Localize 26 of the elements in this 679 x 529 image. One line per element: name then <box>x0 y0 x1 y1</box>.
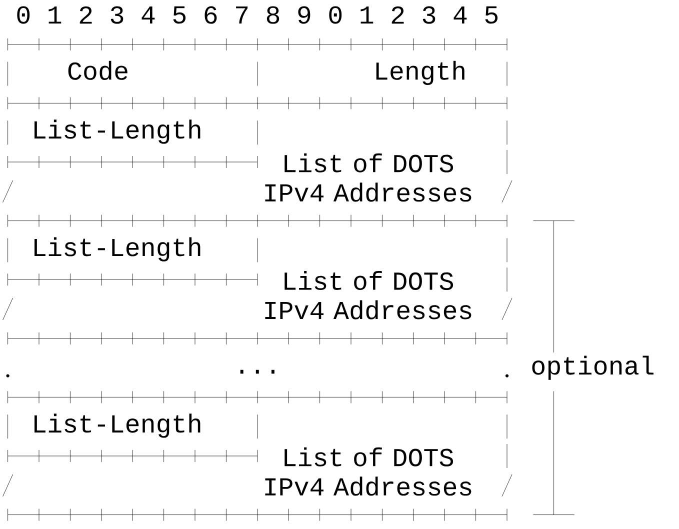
field-label: Code <box>68 60 128 80</box>
bit-number: 1 <box>360 6 374 24</box>
field-label: Length <box>376 60 464 85</box>
bit-number: 8 <box>266 6 280 24</box>
bracket-label: optional <box>532 356 654 380</box>
bit-number: 1 <box>48 6 62 24</box>
field-label: List-Length <box>34 414 200 438</box>
field-label: List of DOTS IPv4 Addresses <box>265 270 472 320</box>
field-label: ... <box>240 370 274 374</box>
bit-number: 3 <box>110 6 124 24</box>
bit-number: 2 <box>392 6 404 24</box>
bit-number: 5 <box>173 6 186 24</box>
field-label: List of DOTS IPv4 Addresses <box>265 447 472 496</box>
field-label: List of DOTS IPv4 Addresses <box>265 153 472 202</box>
bit-number: 2 <box>80 6 92 24</box>
field-label: List-Length <box>34 237 200 262</box>
bit-number: 5 <box>485 6 498 24</box>
bit-number: 7 <box>236 6 248 24</box>
bit-number: 0 <box>17 6 30 24</box>
field-label: List-Length <box>34 120 200 144</box>
bit-number: 4 <box>142 6 155 24</box>
bit-number: 9 <box>298 6 310 24</box>
bit-number: 0 <box>329 6 342 24</box>
bit-number: 3 <box>422 6 436 24</box>
bit-number: 4 <box>454 6 467 24</box>
bit-number: 6 <box>204 6 217 24</box>
